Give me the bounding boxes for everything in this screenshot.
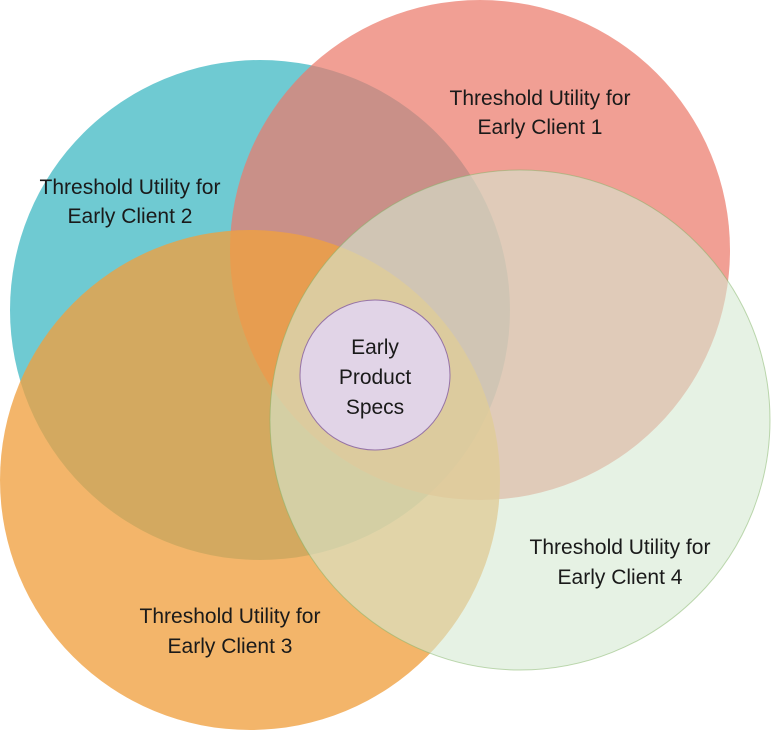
label-client-2-line-1: Threshold Utility for [40, 176, 221, 199]
label-early-product-specs: Early Product Specs [339, 336, 412, 419]
circle-early-client-4 [269, 169, 771, 671]
center-circle-early-product-specs [299, 299, 451, 451]
label-client-3-line-1: Threshold Utility for [140, 605, 321, 628]
label-early-client-4: Threshold Utility for Early Client 4 [530, 536, 711, 589]
center-label-line-3: Specs [346, 396, 404, 419]
label-client-1-line-1: Threshold Utility for [450, 87, 631, 110]
center-label-line-2: Product [339, 366, 412, 389]
label-early-client-2: Threshold Utility for Early Client 2 [40, 176, 221, 228]
label-client-1-line-2: Early Client 1 [478, 116, 603, 139]
center-label-line-1: Early [351, 336, 399, 359]
label-early-client-3: Threshold Utility for Early Client 3 [140, 605, 321, 658]
label-client-2-line-2: Early Client 2 [68, 205, 193, 228]
label-client-4-line-1: Threshold Utility for [530, 536, 711, 559]
label-client-4-line-2: Early Client 4 [558, 566, 683, 589]
label-client-3-line-2: Early Client 3 [168, 635, 293, 658]
label-early-client-1: Threshold Utility for Early Client 1 [450, 87, 631, 139]
